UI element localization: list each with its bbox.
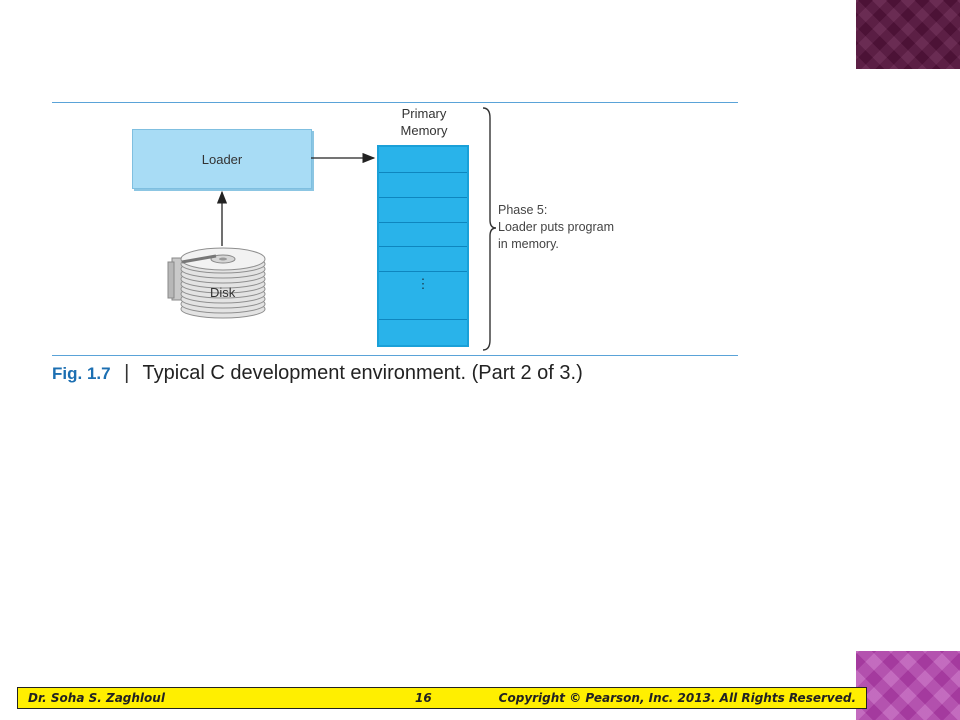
- primary-memory-label-line2: Memory: [400, 123, 448, 138]
- loader-box: Loader: [132, 129, 312, 189]
- primary-memory-label-line1: Primary: [401, 106, 447, 121]
- figure-caption: Fig. 1.7 | Typical C development environ…: [52, 362, 583, 385]
- disk-label: Disk: [210, 285, 236, 300]
- figure-number: Fig. 1.7: [52, 364, 111, 383]
- decorative-tile-bottom: [856, 651, 960, 720]
- loader-label: Loader: [201, 151, 243, 167]
- memory-cell-divider: [379, 222, 467, 223]
- footer-author: Dr. Soha S. Zaghloul: [28, 691, 165, 705]
- figure-top-rule: [52, 102, 738, 103]
- memory-cell-divider: [379, 172, 467, 173]
- caption-text: Typical C development environment. (Part…: [142, 362, 583, 384]
- memory-cell-divider: [379, 271, 467, 272]
- phase-title: Phase 5:: [498, 203, 548, 217]
- phase-bracket: [482, 107, 497, 351]
- footer-page-number: 16: [415, 691, 432, 705]
- caption-separator: |: [124, 362, 130, 384]
- memory-cell-divider: [379, 246, 467, 247]
- primary-memory-column: ⋮: [377, 145, 469, 347]
- primary-memory-label: Primary Memory: [386, 105, 462, 139]
- figure-bottom-rule: [52, 355, 738, 356]
- phase-description: Phase 5: Loader puts program in memory.: [498, 202, 668, 253]
- phase-line-3: in memory.: [498, 237, 559, 251]
- disk-icon: [167, 247, 266, 319]
- memory-ellipsis: ⋮: [416, 276, 430, 291]
- memory-cell-divider: [379, 197, 467, 198]
- phase-line-2: Loader puts program: [498, 220, 615, 234]
- decorative-tile-top: [856, 0, 960, 69]
- memory-cell-divider: [379, 319, 467, 320]
- slide-footer: Dr. Soha S. Zaghloul 16 Copyright © Pear…: [17, 687, 867, 709]
- footer-copyright: Copyright © Pearson, Inc. 2013. All Righ…: [498, 691, 856, 705]
